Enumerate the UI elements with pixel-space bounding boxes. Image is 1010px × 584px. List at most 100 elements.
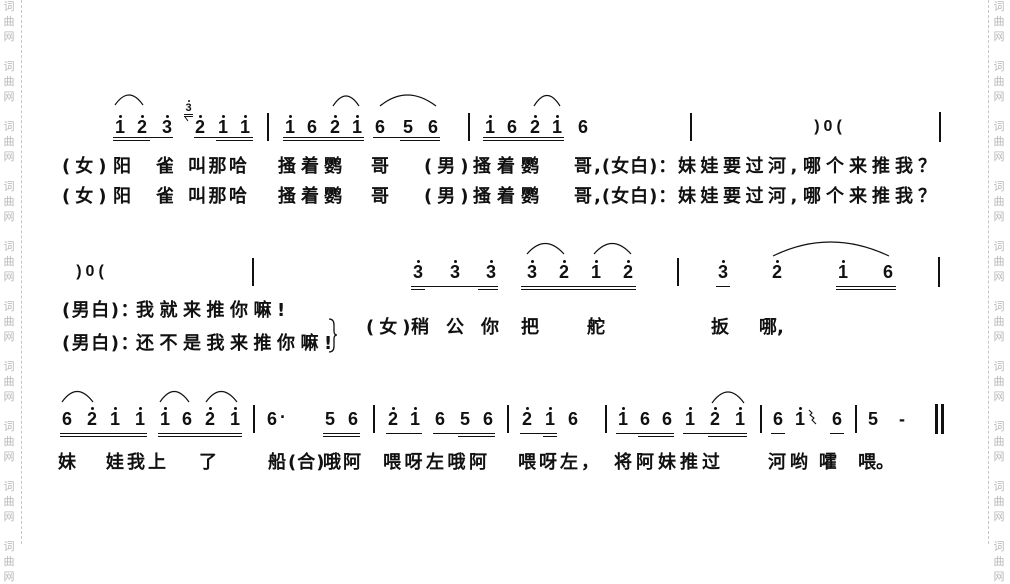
watermark-left: 词曲网 [3,120,15,163]
lyric: 阳 [113,186,131,207]
note: 6 [661,409,672,429]
score-markings [61,94,890,425]
watermark-right: 词曲网 [993,120,1005,163]
beam-line [521,286,636,288]
beam-line [283,140,364,142]
grace-beam [184,116,193,117]
note: 6 [61,409,72,429]
slur [159,390,190,403]
beam-line [60,436,147,438]
note: 3 [717,260,728,282]
beam-line [113,140,150,142]
slur [526,242,565,255]
slur [61,390,94,403]
beam-line [113,137,173,139]
lyric: 雀 [156,186,174,207]
note: 3 [449,260,460,282]
watermark-right: 词曲网 [993,540,1005,583]
beam-line [216,140,253,142]
note: 2 [558,260,569,282]
watermark-left: 词曲网 [3,180,15,223]
lyric-dialog: 还不是我来推你嘛! [136,333,338,354]
beam-line [521,289,636,291]
note: 6 [434,409,445,429]
watermark-left: 词曲网 [3,60,15,103]
lyric-role-marker: (女) [366,317,416,338]
lyric-dialog: 妹娃要过河, [678,186,802,207]
grace-slash [184,116,189,122]
lyric-role-marker: ,(女白)： [594,186,678,207]
note: 1 [551,115,562,137]
watermark-right: 词曲网 [993,180,1005,223]
note: 2 [329,115,340,137]
note: 1 [159,407,170,429]
lyric: 河哟 [768,452,812,473]
slur [533,94,561,107]
note: 3 [485,260,496,282]
note: 2 [771,260,782,282]
barline [507,405,509,433]
watermark-left: 词曲网 [3,300,15,343]
slur [593,242,632,255]
barline [373,405,375,433]
note: 2 [194,115,205,137]
score-row-3: 6 2 1 1 1 6 2 1 6 · 5 6 2 1 6 5 6 2 1 6 … [58,404,944,473]
beam-line [283,137,364,139]
spoken-rest-marker: )0( [814,118,846,135]
barline [938,257,940,287]
lyric-dialog: 哪个来推我？ [803,186,941,207]
beam-line [836,286,896,288]
barline [267,113,269,141]
note: 6 [181,409,192,429]
watermark-left: 词曲网 [3,540,15,583]
note: 6 [482,409,493,429]
lyric: 哥 [574,186,592,207]
barline [690,113,692,141]
note: 5 [867,409,878,429]
lyric-role-marker: (女) [62,186,112,207]
slur [379,94,437,107]
watermark-right: 词曲网 [993,60,1005,103]
note: 1 [217,115,228,137]
beam-line [638,436,674,438]
note: 1 [794,407,805,429]
lyric: 搔着鹦 [278,156,347,177]
note: 3 [526,260,537,282]
note: 1 [617,407,628,429]
barline [605,405,607,433]
watermark-right: 词曲网 [993,360,1005,403]
note: 6 [577,117,588,137]
lyric: 哪, [759,317,784,338]
lyric: 哦阿 [323,452,363,473]
beam-line [323,436,360,438]
barline [252,258,254,286]
beam-line [60,433,147,435]
glissando-mark [808,409,817,425]
note: 6 [306,117,317,137]
beam-line [478,289,498,291]
lyric: 搔着鹦 [473,156,545,177]
lyric: 稍 [411,317,429,338]
note: 1 [109,407,120,429]
watermark-right: 词曲网 [993,240,1005,283]
beam-line [373,137,440,139]
note: 1 [351,115,362,137]
note: 2 [387,407,398,429]
barline [468,113,470,141]
barline [253,405,255,433]
lyric: 阳 [113,156,131,177]
beam-line [716,286,730,288]
note: 2 [622,260,633,282]
note: 6 [567,409,578,429]
beam-line [830,433,844,435]
grace-beam [184,114,193,115]
note-extension-dash: - [899,409,905,429]
lyric: 哥 [371,156,389,177]
note: 2 [529,115,540,137]
lyric: 雀 [156,156,174,177]
lyric-role-marker: (男白)： [62,300,140,321]
barline [939,112,941,142]
lyric: 喂呀左哦阿 [383,452,491,473]
final-barline [935,404,938,434]
note: 3 [412,260,423,282]
